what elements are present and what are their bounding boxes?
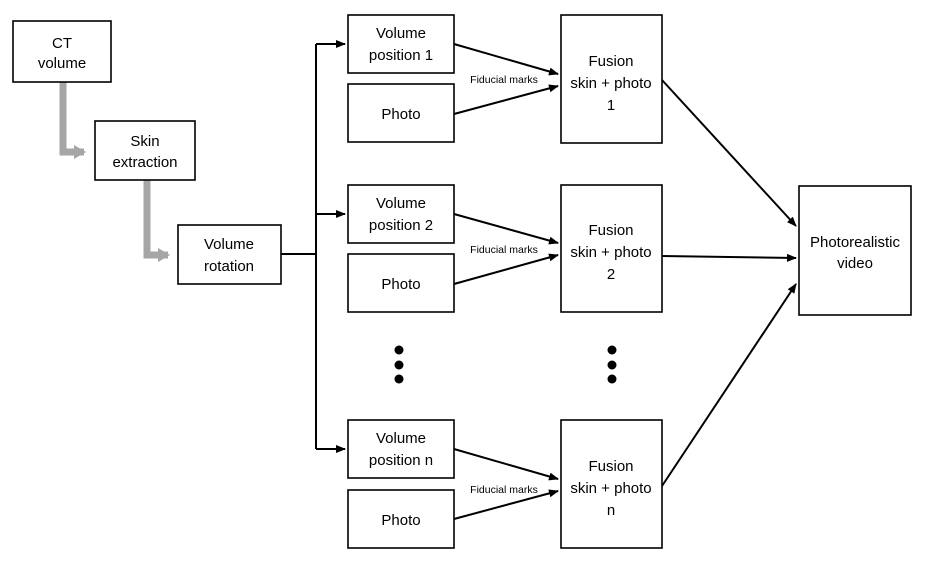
volume-rotation-line-1: Volume [204,236,254,253]
output-box: Photorealistic video [798,185,912,316]
fusion-n-line-2: skin + photo [570,480,651,497]
volume-position-1-line-2: position 1 [369,47,433,64]
arrow-fusion-2-to-output [661,253,797,262]
arrow-position-2-to-fusion-2 [453,213,559,245]
ellipsis-right [607,345,617,384]
volume-position-n-box: Volume position n [347,419,455,479]
fiducial-marks-label-1: Fiducial marks [470,74,538,86]
fusion-1-line-2: skin + photo [570,75,651,92]
arrow-position-n-to-fusion-n [453,448,559,481]
arrow-photo-n-to-fusion-n [453,489,559,520]
fusion-n-box: Fusion skin + photo n [560,419,663,549]
output-line-2: video [837,255,873,272]
skin-extraction-box: Skin extraction [94,120,196,181]
arrow-ct-to-skin [59,82,86,159]
fusion-2-box: Fusion skin + photo 2 [560,184,663,313]
arrow-skin-to-rotation [143,180,170,262]
photo-1-label: Photo [381,106,420,123]
photo-n-label: Photo [381,512,420,529]
photo-2-box: Photo [347,253,455,313]
fusion-2-line-2: skin + photo [570,244,651,261]
volume-position-n-line-1: Volume [376,430,426,447]
fiducial-marks-label-2: Fiducial marks [470,244,538,256]
arrow-position-1-to-fusion-1 [453,43,559,76]
skin-extraction-line-2: extraction [112,154,177,171]
ct-volume-line-1: CT [52,35,72,52]
ct-volume-box: CT volume [12,20,112,83]
volume-rotation-box: Volume rotation [177,224,282,285]
photo-n-box: Photo [347,489,455,549]
photo-2-label: Photo [381,276,420,293]
fusion-2-line-1: Fusion [588,222,633,239]
volume-position-1-box: Volume position 1 [347,14,455,74]
arrow-photo-1-to-fusion-1 [453,84,559,115]
ct-volume-line-2: volume [38,55,86,72]
arrow-fusion-n-to-output [661,283,797,487]
fusion-1-line-3: 1 [607,97,615,114]
fusion-n-line-3: n [607,502,615,519]
output-line-1: Photorealistic [810,234,901,251]
volume-position-1-line-1: Volume [376,25,426,42]
photo-1-box: Photo [347,83,455,143]
fusion-1-line-1: Fusion [588,53,633,70]
volume-position-2-line-2: position 2 [369,217,433,234]
fusion-n-line-1: Fusion [588,458,633,475]
fiducial-marks-label-n: Fiducial marks [470,484,538,496]
ellipsis-left [394,345,404,384]
fusion-1-box: Fusion skin + photo 1 [560,14,663,144]
volume-position-2-line-1: Volume [376,195,426,212]
volume-rotation-line-2: rotation [204,258,254,275]
volume-position-2-box: Volume position 2 [347,184,455,244]
arrow-photo-2-to-fusion-2 [453,253,559,285]
fusion-2-line-3: 2 [607,266,615,283]
arrow-fusion-1-to-output [661,79,797,227]
volume-position-n-line-2: position n [369,452,433,469]
skin-extraction-line-1: Skin [130,133,159,150]
